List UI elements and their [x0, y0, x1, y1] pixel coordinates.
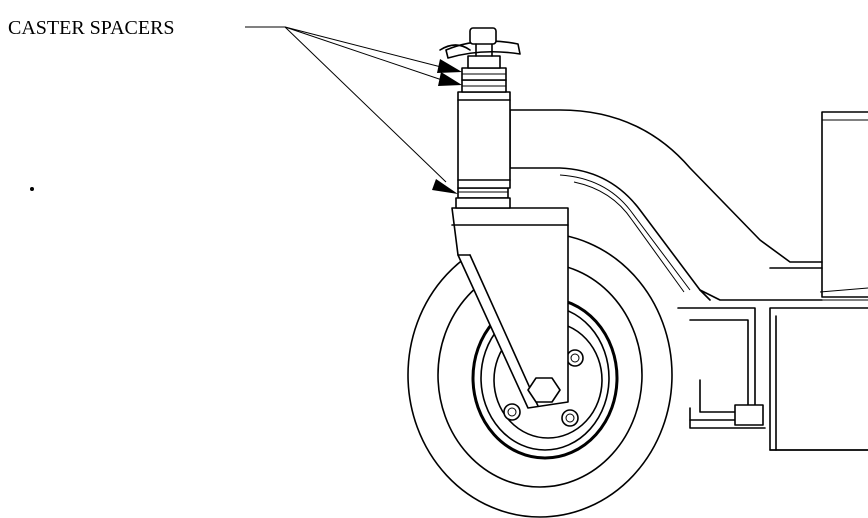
lower-caster-spacer — [457, 187, 509, 199]
deck-bracket — [677, 307, 756, 421]
caster-spacers-label: CASTER SPACERS — [8, 17, 175, 39]
cap-nut — [445, 40, 521, 59]
axle-hex-nut — [527, 377, 561, 403]
caster-spindle-assembly — [439, 27, 521, 209]
callout-leaders — [245, 26, 462, 194]
lug-nut-2 — [503, 403, 521, 421]
stray-mark — [30, 187, 34, 191]
arrow-head-upper-1 — [437, 59, 462, 73]
arrow-head-upper-2 — [438, 72, 462, 86]
frame-upper-box — [821, 111, 868, 298]
lug-nut-1 — [566, 349, 584, 367]
spindle-housing — [457, 91, 511, 189]
caster-fork — [451, 207, 569, 409]
caster-arm — [509, 109, 823, 301]
arrow-head-lower — [432, 179, 458, 194]
deck-panel — [769, 307, 868, 451]
mower-frame — [677, 111, 868, 451]
lug-nut-3 — [561, 409, 579, 427]
